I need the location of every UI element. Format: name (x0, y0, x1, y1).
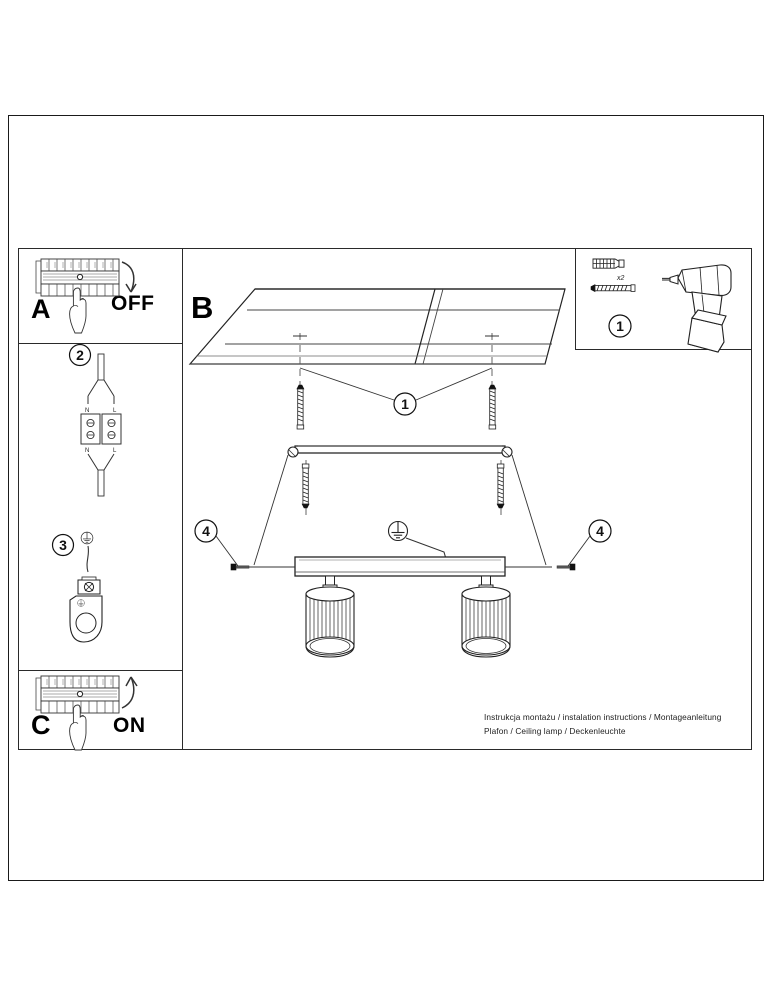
breaker-off-label: OFF (111, 292, 155, 315)
panel-steps-border (18, 344, 183, 670)
caption-line-2: Plafon / Ceiling lamp / Deckenleuchte (484, 726, 626, 736)
panel-tools-border (575, 248, 752, 350)
panel-b-letter: B (191, 290, 214, 325)
caption-line-1: Instrukcja montażu / instalation instruc… (484, 712, 722, 722)
page-border (8, 115, 764, 881)
caption-block: Instrukcja montażu / instalation instruc… (484, 710, 752, 738)
breaker-on-label: ON (113, 714, 146, 737)
panel-a-letter: A (31, 294, 51, 324)
panel-c-letter: C (31, 710, 51, 740)
panel-c-border (18, 670, 183, 750)
panel-a-border (18, 248, 183, 344)
